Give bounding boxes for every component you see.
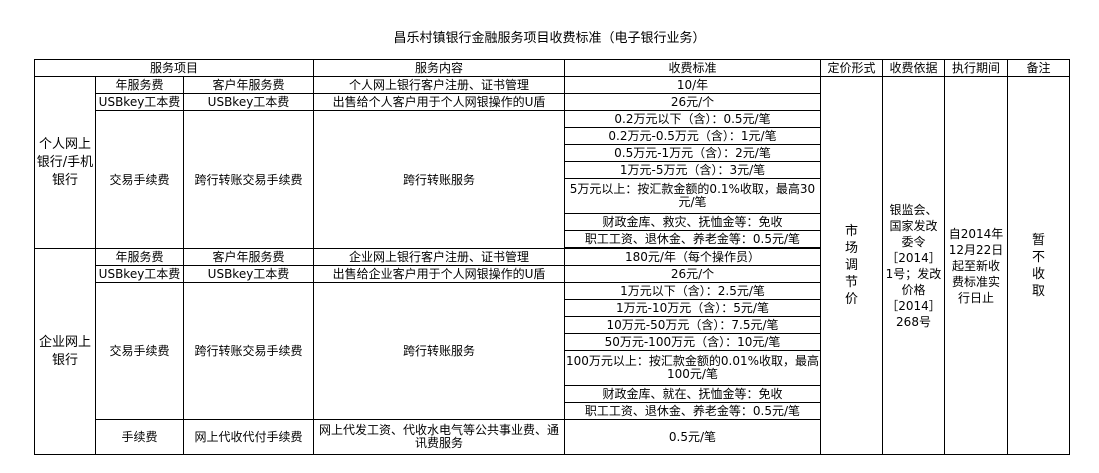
personal-transfer-name: 跨行转账交易手续费 xyxy=(183,110,314,249)
corporate-annual-type: 年服务费 xyxy=(95,248,184,266)
personal-fee-tier: 0.2万元-0.5万元（含）：1元/笔 xyxy=(564,127,821,145)
personal-annual-content: 个人网上银行客户注册、证书管理 xyxy=(313,76,565,94)
header-remarks: 备注 xyxy=(1007,59,1070,77)
personal-category: 个人网上银行/手机银行 xyxy=(34,76,96,249)
personal-annual-name: 客户年服务费 xyxy=(183,76,314,94)
corporate-fee-tier: 100万元以上：按汇款金额的0.01%收取，最高100元/笔 xyxy=(564,350,821,386)
corporate-agency-type: 手续费 xyxy=(95,419,184,455)
personal-fee-tier: 1万元-5万元（含）：3元/笔 xyxy=(564,161,821,179)
personal-usbkey-fee: 26元/个 xyxy=(564,93,821,111)
corporate-usbkey-type: USBkey工本费 xyxy=(95,265,184,283)
corporate-agency-fee: 0.5元/笔 xyxy=(564,419,821,455)
personal-fee-tier: 财政金库、救灾、抚恤金等：免收 xyxy=(564,213,821,231)
corporate-transfer-name: 跨行转账交易手续费 xyxy=(183,282,314,420)
header-effective-period: 执行期间 xyxy=(944,59,1008,77)
personal-usbkey-type: USBkey工本费 xyxy=(95,93,184,111)
corporate-category: 企业网上银行 xyxy=(34,248,96,455)
corporate-transfer-type: 交易手续费 xyxy=(95,282,184,420)
personal-usbkey-name: USBkey工本费 xyxy=(183,93,314,111)
corporate-fee-tier: 1万元以下（含）：2.5元/笔 xyxy=(564,282,821,300)
pricing-form: 市场调节价 xyxy=(844,224,858,307)
corporate-fee-tier: 财政金库、就在、抚恤金等：免收 xyxy=(564,385,821,403)
page-title: 昌乐村镇银行金融服务项目收费标准（电子银行业务） xyxy=(393,31,706,46)
corporate-usbkey-name: USBkey工本费 xyxy=(183,265,314,283)
remarks-cell: 暂不收取 xyxy=(1007,76,1070,455)
fee-basis: 银监会、国家发改委令［2014］1号；发改价格［2014］268号 xyxy=(882,76,945,455)
personal-annual-type: 年服务费 xyxy=(95,76,184,94)
header-fee-basis: 收费依据 xyxy=(882,59,945,77)
personal-fee-tier: 0.2万元以下（含）：0.5元/笔 xyxy=(564,110,821,128)
personal-transfer-content: 跨行转账服务 xyxy=(313,110,565,249)
corporate-fee-tier: 10万元-50万元（含）：7.5元/笔 xyxy=(564,316,821,334)
header-service-item: 服务项目 xyxy=(34,59,314,77)
personal-fee-tier: 5万元以上：按汇款金额的0.1%收取，最高30元/笔 xyxy=(564,178,821,214)
corporate-usbkey-content: 出售给企业客户用于个人网银操作的U盾 xyxy=(313,265,565,283)
header-pricing-form: 定价形式 xyxy=(820,59,883,77)
corporate-transfer-content: 跨行转账服务 xyxy=(313,282,565,420)
header-service-content: 服务内容 xyxy=(313,59,565,77)
pricing-form-cell: 市场调节价 xyxy=(820,76,883,455)
header-fee-standard: 收费标准 xyxy=(564,59,821,77)
remarks: 暂不收取 xyxy=(1031,232,1045,299)
corporate-agency-content: 网上代发工资、代收水电气等公共事业费、通讯费服务 xyxy=(313,419,565,455)
corporate-agency-name: 网上代收代付手续费 xyxy=(183,419,314,455)
personal-usbkey-content: 出售给个人客户用于个人网银操作的U盾 xyxy=(313,93,565,111)
corporate-usbkey-fee: 26元/个 xyxy=(564,265,821,283)
personal-transfer-type: 交易手续费 xyxy=(95,110,184,249)
corporate-fee-tier: 职工工资、退休金、养老金等：0.5元/笔 xyxy=(564,402,821,420)
corporate-annual-fee: 180元/年（每个操作员） xyxy=(564,248,821,266)
corporate-fee-tier: 50万元-100万元（含）：10元/笔 xyxy=(564,333,821,351)
corporate-annual-content: 企业网上银行客户注册、证书管理 xyxy=(313,248,565,266)
personal-fee-tier: 0.5万元-1万元（含）：2元/笔 xyxy=(564,144,821,162)
fee-table: 服务项目 服务内容 收费标准 定价形式 收费依据 执行期间 备注 个人网上银行/… xyxy=(34,59,1070,455)
personal-annual-fee: 10/年 xyxy=(564,76,821,94)
corporate-annual-name: 客户年服务费 xyxy=(183,248,314,266)
personal-fee-tier: 职工工资、退休金、养老金等：0.5元/笔 xyxy=(564,230,821,248)
corporate-fee-tier: 1万元-10万元（含）：5元/笔 xyxy=(564,299,821,317)
effective-period: 自2014年12月22日起至新收费标准实行日止 xyxy=(944,76,1008,455)
